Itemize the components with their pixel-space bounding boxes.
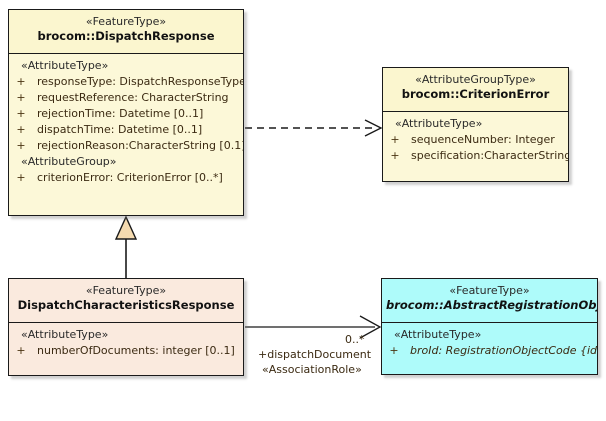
attribute-label: rejectionTime: Datetime [0..1] <box>37 107 204 120</box>
attribute-visibility: + <box>16 171 26 184</box>
attribute-label: broId: RegistrationObjectCode {id} <box>410 344 598 357</box>
class-body-criterion-error: «AttributeType» + sequenceNumber: Intege… <box>383 112 568 168</box>
attribute-row: + rejectionReason:CharacterString [0.1] <box>11 138 244 154</box>
class-header-abstract-registration-object: «FeatureType» brocom::AbstractRegistrati… <box>382 279 597 323</box>
attribute-group-label: «AttributeType» <box>21 59 109 72</box>
attribute-row: + dispatchTime: Datetime [0..1] <box>11 122 241 138</box>
attribute-visibility: + <box>390 133 400 146</box>
attribute-group-label: «AttributeType» <box>394 328 482 341</box>
attribute-label: dispatchTime: Datetime [0..1] <box>37 123 203 136</box>
attribute-visibility: + <box>16 139 26 152</box>
attribute-label: criterionError: CriterionError [0..*] <box>37 171 223 184</box>
class-box-criterion-error[interactable]: «AttributeGroupType» brocom::CriterionEr… <box>382 67 569 182</box>
class-title: brocom::AbstractRegistrationObject <box>386 298 598 312</box>
class-box-abstract-registration-object[interactable]: «FeatureType» brocom::AbstractRegistrati… <box>381 278 598 375</box>
class-header-criterion-error: «AttributeGroupType» brocom::CriterionEr… <box>383 68 568 112</box>
attribute-row: + criterionError: CriterionError [0..*] <box>11 170 241 186</box>
attribute-label: numberOfDocuments: integer [0..1] <box>37 344 235 357</box>
dependency-dispatch-response-to-criterion-error <box>245 119 383 137</box>
association-role-stereotype-label: «AssociationRole» <box>262 363 362 376</box>
attribute-label: sequenceNumber: Integer <box>411 133 555 146</box>
attribute-group-label: «AttributeType» <box>21 328 109 341</box>
attribute-row: + specification:CharacterString <box>385 148 569 164</box>
attribute-label: responseType: DispatchResponseType <box>37 75 244 88</box>
attribute-label: rejectionReason:CharacterString [0.1] <box>37 139 244 152</box>
attribute-visibility: + <box>390 149 400 162</box>
class-box-dispatch-response[interactable]: «FeatureType» brocom::DispatchResponse «… <box>8 9 244 216</box>
attribute-visibility: + <box>389 344 399 357</box>
class-body-dispatch-response: «AttributeType» + responseType: Dispatch… <box>9 54 243 190</box>
attribute-row: + rejectionTime: Datetime [0..1] <box>11 106 241 122</box>
attribute-visibility: + <box>16 344 26 357</box>
class-stereotype: «AttributeGroupType» <box>415 73 536 86</box>
attribute-visibility: + <box>16 107 26 120</box>
class-stereotype: «FeatureType» <box>449 284 530 297</box>
attribute-visibility: + <box>16 91 26 104</box>
attribute-row: + numberOfDocuments: integer [0..1] <box>11 343 241 359</box>
attribute-group-label: «AttributeGroup» <box>21 155 117 168</box>
class-box-dispatch-characteristics-response[interactable]: «FeatureType» DispatchCharacteristicsRes… <box>8 278 244 376</box>
association-role-name-label: +dispatchDocument <box>258 348 372 361</box>
class-header-dispatch-response: «FeatureType» brocom::DispatchResponse <box>9 10 243 54</box>
class-body-abstract-registration-object: «AttributeType» + broId: RegistrationObj… <box>382 323 597 363</box>
class-stereotype: «FeatureType» <box>85 15 167 28</box>
class-title: brocom::CriterionError <box>401 87 550 101</box>
attribute-row: + responseType: DispatchResponseType <box>11 74 244 90</box>
class-title: DispatchCharacteristicsResponse <box>17 298 235 312</box>
attribute-label: requestReference: CharacterString <box>37 91 229 104</box>
attribute-visibility: + <box>16 123 26 136</box>
generalization-arrowhead-triangle <box>114 215 138 240</box>
attribute-row: + requestReference: CharacterString <box>11 90 241 106</box>
class-stereotype: «FeatureType» <box>85 284 167 297</box>
class-header-dispatch-characteristics-response: «FeatureType» DispatchCharacteristicsRes… <box>9 279 243 323</box>
class-title: brocom::DispatchResponse <box>37 29 215 43</box>
attribute-row: + sequenceNumber: Integer <box>385 132 566 148</box>
attribute-group-label: «AttributeType» <box>395 117 483 130</box>
dependency-arrowhead-open <box>364 119 383 137</box>
class-body-dispatch-characteristics-response: «AttributeType» + numberOfDocuments: int… <box>9 323 243 363</box>
attribute-visibility: + <box>16 75 26 88</box>
attribute-label: specification:CharacterString <box>411 149 569 162</box>
attribute-row: + broId: RegistrationObjectCode {id} <box>384 343 598 359</box>
association-target-multiplicity-label: 0..* <box>345 333 365 346</box>
generalization-characteristics-to-dispatch-response <box>114 215 138 278</box>
